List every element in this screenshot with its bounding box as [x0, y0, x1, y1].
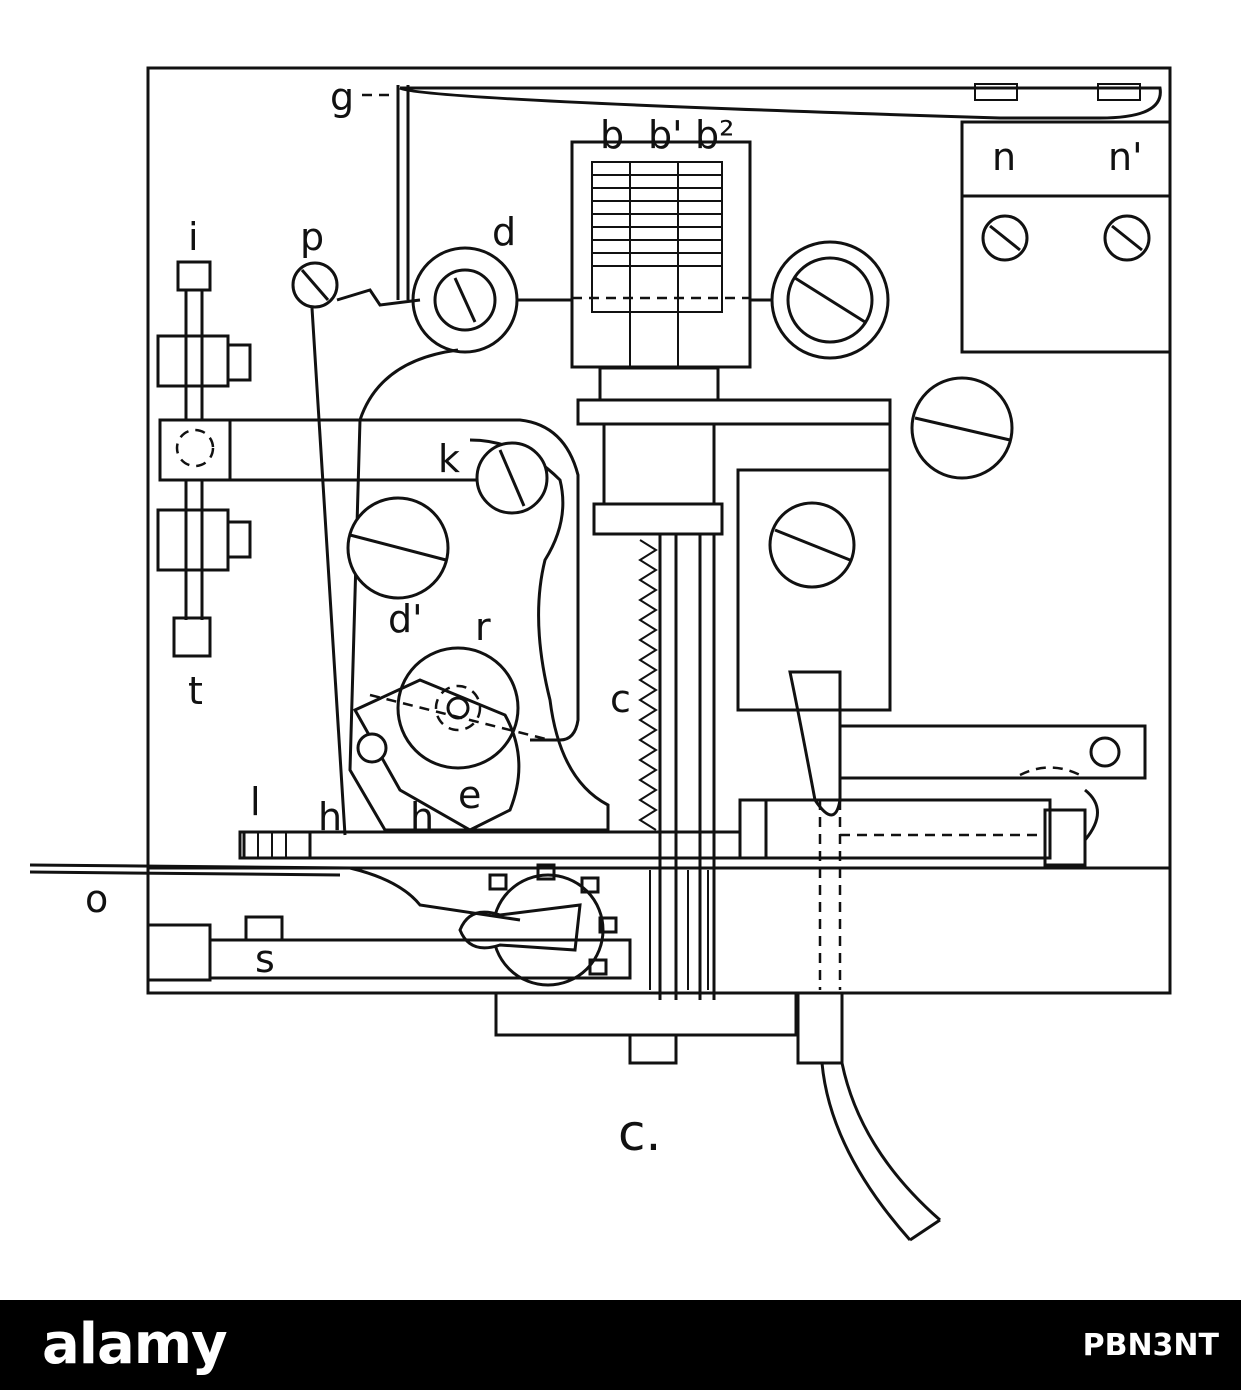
- label-p: p: [300, 215, 324, 259]
- right-nut: [738, 798, 768, 860]
- lower-bar-end-block: [146, 923, 212, 982]
- label-e: e: [458, 773, 481, 817]
- trigger-lever: [788, 670, 842, 817]
- ratchet-teeth: [488, 863, 618, 976]
- right-slide: [738, 798, 1052, 860]
- mechanism-diagram: g b b' b² n n' i p d k d' r c t l h h e …: [29, 66, 1172, 1242]
- label-o: o: [85, 877, 108, 921]
- label-n1: n': [1108, 135, 1143, 179]
- cable-gland: [796, 991, 844, 1065]
- label-g: g: [330, 75, 354, 119]
- label-h2: h: [410, 795, 434, 839]
- label-d: d: [492, 210, 516, 254]
- p-rod: [310, 307, 347, 836]
- wheel-r-hub: [434, 684, 482, 732]
- watermark-banner: alamy PBN3NT: [0, 1300, 1241, 1390]
- label-b: b: [600, 113, 624, 157]
- label-r: r: [475, 605, 491, 649]
- top-wire: [399, 86, 1162, 120]
- arm-k: [158, 418, 232, 482]
- screw-t-head: [172, 616, 212, 658]
- cable: [820, 1062, 941, 1241]
- right-link: [838, 724, 1147, 780]
- label-c-spring: c: [610, 677, 631, 721]
- spindle-collar: [598, 366, 720, 402]
- label-h1: h: [318, 795, 342, 839]
- label-l: l: [250, 780, 261, 824]
- top-clip-2: [1097, 83, 1141, 101]
- label-d1: d': [388, 597, 423, 641]
- arm-k-bar: [230, 418, 580, 742]
- label-caption: c.: [618, 1104, 661, 1162]
- bar-s: [208, 938, 632, 980]
- link-e: [352, 678, 521, 832]
- brand-logo: alamy: [42, 1312, 228, 1377]
- diagram-area: g b b' b² n n' i p d k d' r c t l h h e …: [29, 66, 1172, 1242]
- label-b1: b': [648, 113, 683, 157]
- upper-arm-right: [576, 398, 892, 426]
- lever-body: [348, 348, 610, 832]
- pawl: [458, 903, 582, 952]
- nut-s: [244, 915, 284, 942]
- label-t: t: [188, 669, 203, 713]
- right-link-pin: [1089, 736, 1121, 768]
- spindle-upper: [602, 422, 716, 506]
- slide-bar-h: [238, 830, 742, 860]
- bottom-stud: [628, 1033, 678, 1065]
- top-clip-1: [974, 83, 1018, 101]
- spindle-thread: [649, 870, 709, 990]
- terminal-block: [960, 120, 1172, 354]
- wheel-r: [396, 646, 520, 770]
- label-s: s: [255, 937, 275, 981]
- nut-l: [242, 830, 312, 860]
- bracket-lower: [156, 508, 230, 572]
- spring-c: [638, 539, 658, 831]
- label-n: n: [992, 135, 1016, 179]
- bottom-bracket: [494, 991, 798, 1037]
- label-b2: b²: [695, 113, 734, 157]
- screw-i-head: [176, 260, 212, 292]
- coil-stack: [591, 161, 723, 313]
- arm-k-pin: [175, 428, 215, 468]
- lever-o: [29, 863, 521, 922]
- label-i: i: [188, 215, 199, 259]
- coil-lines: [592, 162, 722, 367]
- spindle-collar-2: [592, 502, 724, 536]
- label-k: k: [438, 437, 460, 481]
- right-end-nut: [1043, 808, 1087, 867]
- p-link: [336, 288, 421, 307]
- bracket-upper: [156, 334, 230, 388]
- image-code: PBN3NT: [1082, 1328, 1219, 1363]
- right-block: [736, 468, 892, 712]
- link-e-pin: [356, 732, 388, 764]
